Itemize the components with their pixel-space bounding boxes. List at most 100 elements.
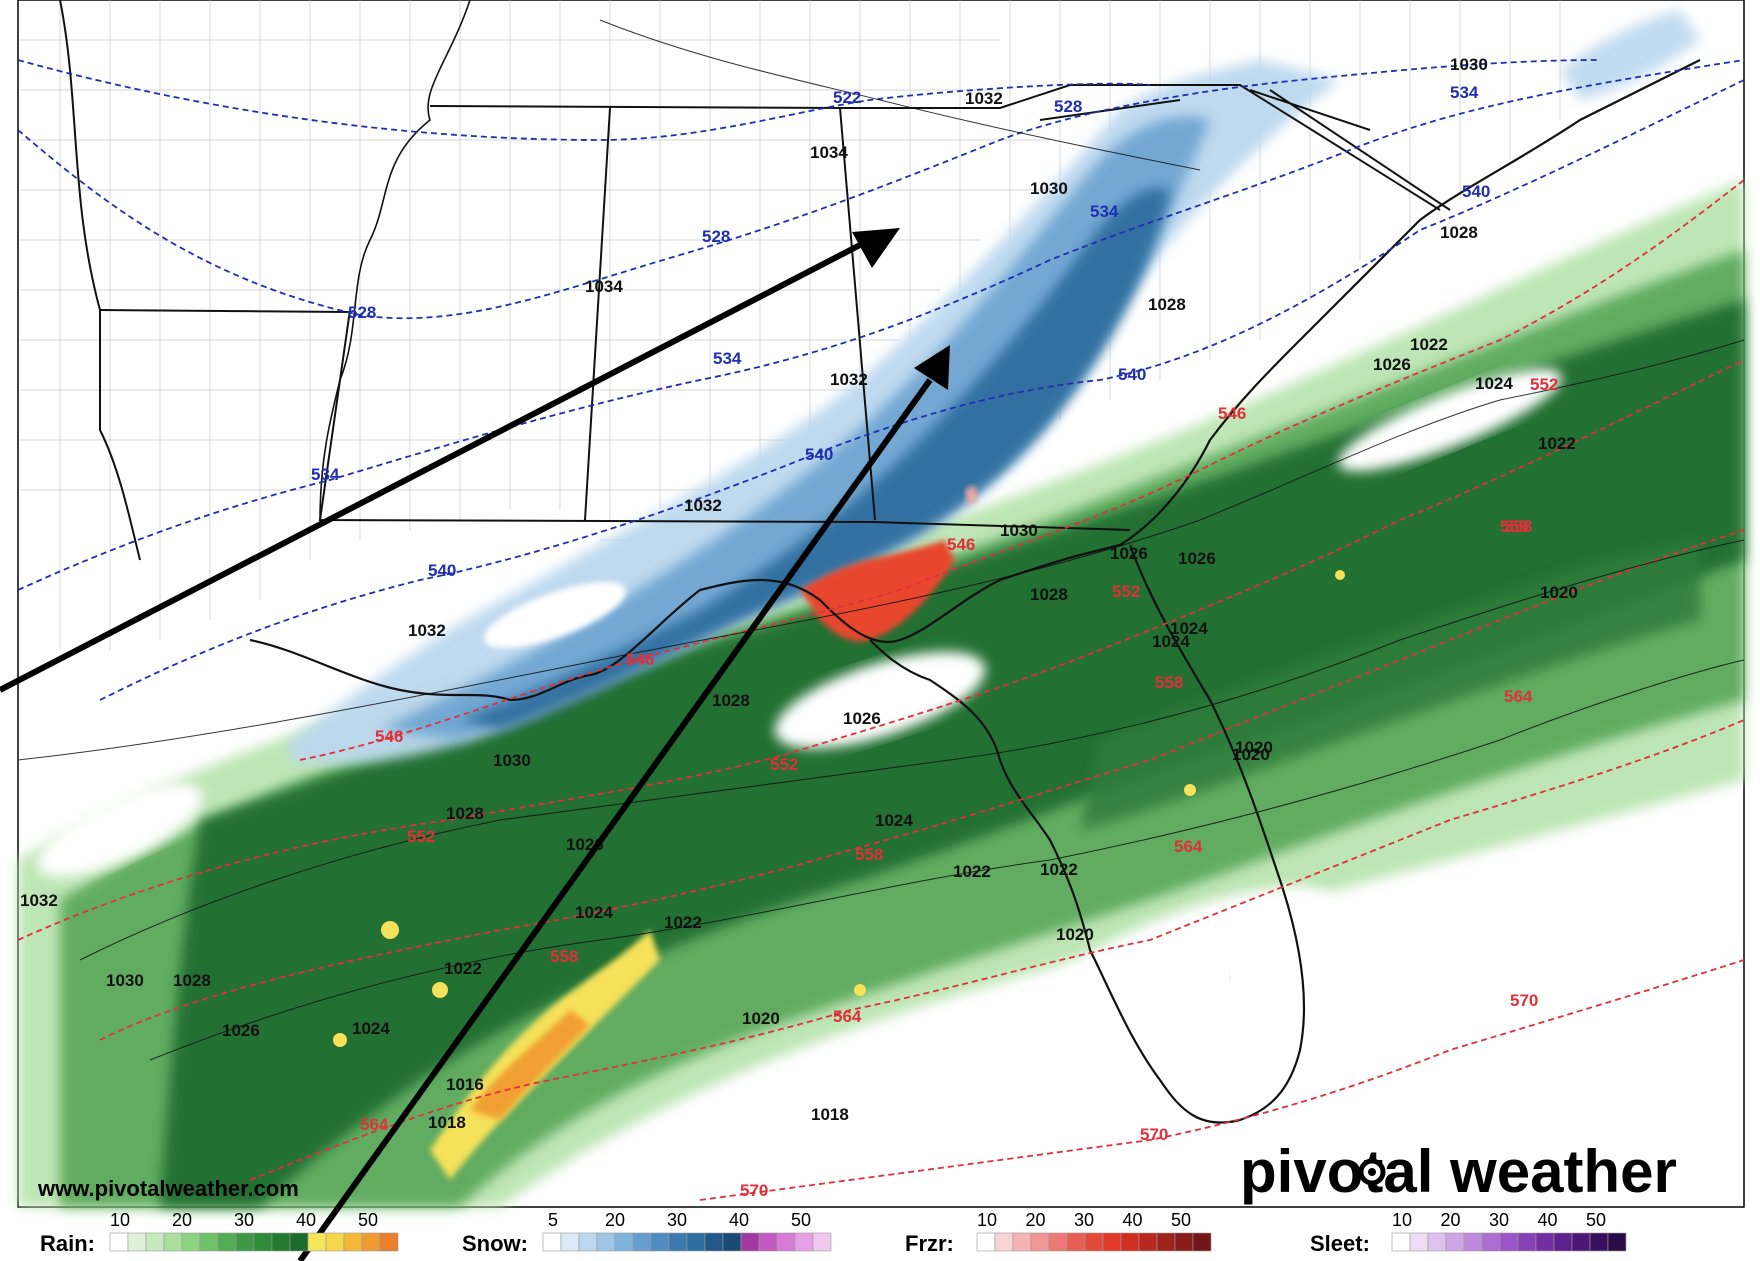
legend-snow-swatch xyxy=(812,1232,832,1252)
rain-gap xyxy=(37,783,203,877)
legend-sleet-swatch xyxy=(1517,1232,1537,1252)
thickness_red_labels-label: 552 xyxy=(770,755,798,774)
legend-rain-swatch xyxy=(181,1232,201,1252)
thickness_blue_labels-label: 540 xyxy=(805,445,833,464)
legend-sleet-swatch xyxy=(1481,1232,1501,1252)
legend-snow-tick: 5 xyxy=(548,1210,558,1230)
legend-frzr-swatch xyxy=(1084,1232,1104,1252)
mslp_labels-label: 1022 xyxy=(953,862,991,881)
legend-frzr-swatch xyxy=(1120,1232,1140,1252)
thickness-blue-contours xyxy=(17,59,1745,701)
legend-snow-swatch xyxy=(632,1232,652,1252)
legend-rain-swatch xyxy=(379,1232,399,1252)
snow-band-dark xyxy=(460,187,1170,730)
legend-rain-tick: 10 xyxy=(110,1210,130,1230)
mslp_labels-label: 1030 xyxy=(106,971,144,990)
mslp_labels-label: 1026 xyxy=(222,1021,260,1040)
legend-snow-swatch xyxy=(560,1232,580,1252)
mslp_labels-label: 1022 xyxy=(1040,860,1078,879)
thickness_red_labels-label: 546 xyxy=(375,727,403,746)
state-border xyxy=(999,84,1451,211)
legend-rain-swatch xyxy=(127,1232,147,1252)
legend-sleet-swatch xyxy=(1409,1232,1429,1252)
legend-sleet-swatch xyxy=(1589,1232,1609,1252)
rain-heavy-cell xyxy=(1184,784,1196,796)
thickness_red_labels-label: 546 xyxy=(1218,404,1246,423)
thickness_blue_labels-label: 534 xyxy=(311,465,340,484)
mslp_labels-label: 1024 xyxy=(1152,632,1190,651)
mslp_labels-label: 1022 xyxy=(444,959,482,978)
legend-rain-swatch xyxy=(343,1232,363,1252)
legend-frzr-swatch xyxy=(1192,1232,1212,1252)
mslp_labels-label: 1018 xyxy=(811,1105,849,1124)
thickness_blue_labels-label: 534 xyxy=(1090,202,1119,221)
thickness_red_labels-label: 570 xyxy=(740,1181,768,1200)
snow-light-ne xyxy=(1560,10,1700,100)
legend-frzr-swatch xyxy=(1138,1232,1158,1252)
mslp-isobars xyxy=(17,19,1745,1061)
legend-snow-swatch xyxy=(668,1232,688,1252)
legend-frzr-swatch xyxy=(1030,1232,1050,1252)
thickness_red_labels-label: 564 xyxy=(360,1115,389,1134)
state-border xyxy=(59,0,141,561)
legend-snow-swatch xyxy=(794,1232,814,1252)
legend-rain-swatch xyxy=(235,1232,255,1252)
legend-snow-swatch xyxy=(776,1232,796,1252)
mslp_labels-label: 1024 xyxy=(575,903,613,922)
thickness_blue_labels-label: 534 xyxy=(1450,83,1479,102)
mslp_labels-label: 1022 xyxy=(1410,335,1448,354)
legend-sleet-tick: 20 xyxy=(1440,1210,1460,1230)
legend-snow-swatch xyxy=(740,1232,760,1252)
legend-snow-tick: 50 xyxy=(791,1210,811,1230)
thickness_red_labels-label: 558 xyxy=(855,845,883,864)
legend-snow-swatch xyxy=(614,1232,634,1252)
river-mississippi xyxy=(319,0,471,521)
precip-frzr-layer xyxy=(800,485,978,642)
mslp_labels-label: 1024 xyxy=(352,1019,390,1038)
thickness_red_labels-label: 564 xyxy=(833,1007,862,1026)
mslp_labels-label: 1030 xyxy=(493,751,531,770)
legend-rain-label: Rain: xyxy=(40,1231,95,1256)
mslp_labels-label: 1022 xyxy=(1538,434,1576,453)
legend-frzr-tick: 30 xyxy=(1074,1210,1094,1230)
rain-heavy-cell xyxy=(854,984,866,996)
arrow-1-shaft xyxy=(0,242,862,693)
legend-rain-swatch xyxy=(361,1232,381,1252)
legend-sleet-tick: 40 xyxy=(1537,1210,1557,1230)
rain-gap xyxy=(774,651,986,749)
thickness_red_labels-label: 552 xyxy=(1530,375,1558,394)
rain-heavy-cell xyxy=(432,982,448,998)
legend-sleet-swatch xyxy=(1553,1232,1573,1252)
thickness_red_labels-label: 552 xyxy=(1112,582,1140,601)
mslp_labels-label: 1032 xyxy=(965,89,1003,108)
thickness_blue_labels-label: 522 xyxy=(833,88,861,107)
legend-frzr-swatch xyxy=(1066,1232,1086,1252)
brand-url: www.pivotalweather.com xyxy=(37,1176,299,1201)
legend-sleet-swatch xyxy=(1535,1232,1555,1252)
arrow-2-head xyxy=(914,345,950,390)
precip-snow-layer xyxy=(290,10,1700,764)
coastline xyxy=(249,59,1701,702)
legend-snow-swatch xyxy=(686,1232,706,1252)
legend-snow-swatch xyxy=(542,1232,562,1252)
legend-rain-swatch xyxy=(307,1232,327,1252)
rain-heavy-cell xyxy=(381,921,399,939)
thickness_blue_labels-label: 534 xyxy=(713,349,742,368)
arrow-2-shaft xyxy=(297,378,933,1261)
legend-frzr-swatch xyxy=(1102,1232,1122,1252)
legend-snow-swatch xyxy=(578,1232,598,1252)
legend-frzr-swatch xyxy=(976,1232,996,1252)
legend-frzr-tick: 50 xyxy=(1171,1210,1191,1230)
mslp_labels-label: 1028 xyxy=(712,691,750,710)
rain-heavy-cell xyxy=(1335,570,1345,580)
legend-rain-swatch xyxy=(199,1232,219,1252)
legend-snow-swatch xyxy=(722,1232,742,1252)
thickness-red-contours xyxy=(17,179,1745,1201)
mslp_labels-label: 1022 xyxy=(664,913,702,932)
legend-rain-tick: 30 xyxy=(234,1210,254,1230)
legend-frzr-tick: 40 xyxy=(1122,1210,1142,1230)
thickness_blue_labels-label: 540 xyxy=(1118,365,1146,384)
florida-coast xyxy=(869,544,1306,1124)
legend-rain-swatch xyxy=(325,1232,345,1252)
brand-logo: pivotal weather xyxy=(1240,1138,1677,1205)
